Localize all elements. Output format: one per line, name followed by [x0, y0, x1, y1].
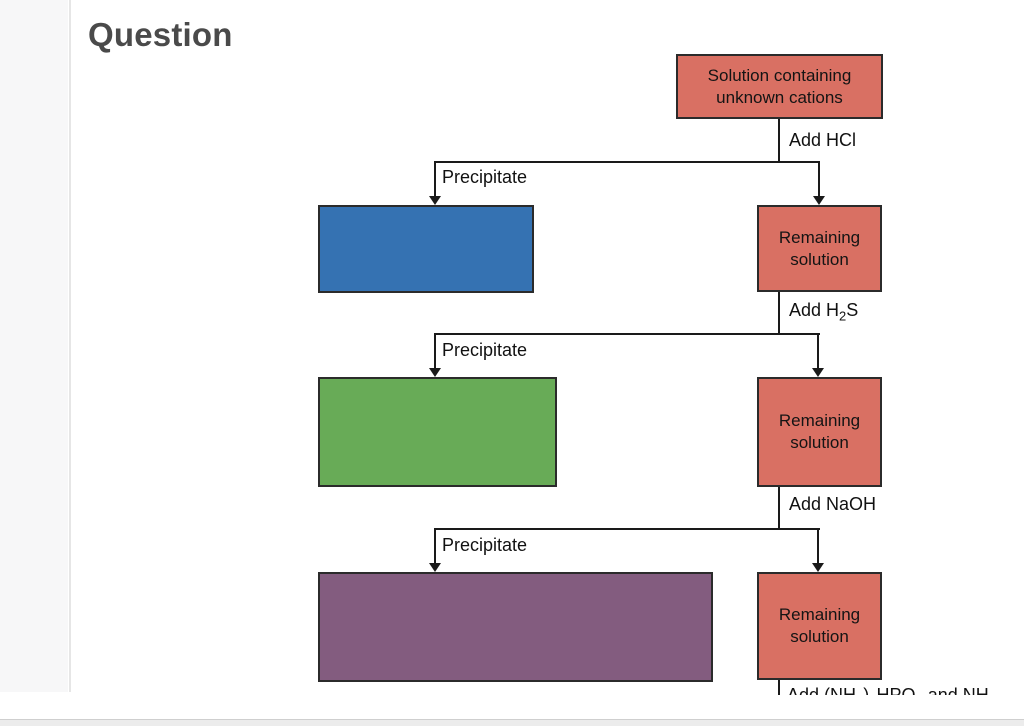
edge-label-precipitate1: Precipitate: [442, 166, 527, 188]
connector-remaining3-down: [778, 680, 780, 695]
connector-branch2-left-down: [434, 333, 436, 369]
edge-label-add-h2s: Add H2S: [789, 299, 859, 324]
edge-label-phosphate-s3: 3: [989, 694, 996, 696]
connector-remaining1-down: [778, 292, 780, 335]
node-remaining1: Remaining solution: [757, 205, 882, 292]
edge-label-add-h2s-sub: 2: [839, 308, 847, 324]
edge-label-precipitate2: Precipitate: [442, 339, 527, 361]
arrowhead-precipitate2: [429, 368, 441, 377]
edge-label-add-naoh-text: Add NaOH: [789, 494, 877, 514]
node-precipitate-hcl: [318, 205, 534, 293]
node-remaining1-label: Remaining solution: [778, 227, 861, 269]
edge-label-phosphate-s0: 4: [856, 694, 863, 696]
connector-start-down: [778, 119, 780, 162]
node-start: Solution containing unknown cations: [676, 54, 883, 119]
edge-label-phosphate-p2: HPO: [876, 685, 916, 695]
edge-label-add-h2s-pre: Add H: [789, 300, 840, 320]
connector-branch1-left-down: [434, 161, 436, 197]
arrowhead-precipitate3: [429, 563, 441, 572]
connector-branch1-right-down: [818, 161, 820, 197]
edge-label-phosphate-p1: ): [863, 685, 870, 695]
edge-label-add-naoh: Add NaOH: [789, 493, 876, 515]
arrowhead-remaining1: [813, 196, 825, 205]
left-sidebar: [0, 0, 68, 692]
edge-label-add-h2s-post: S: [846, 300, 859, 320]
node-precipitate-naoh: [318, 572, 713, 682]
connector-remaining2-down: [778, 487, 780, 530]
node-precipitate-h2s: [318, 377, 557, 487]
connector-branch1-horizontal: [434, 161, 820, 163]
node-remaining2: Remaining solution: [757, 377, 882, 487]
connector-branch2-horizontal: [434, 333, 820, 335]
node-start-label: Solution containing unknown cations: [707, 65, 852, 107]
edge-label-precipitate2-text: Precipitate: [442, 340, 528, 360]
connector-branch3-horizontal: [434, 528, 820, 530]
sidebar-divider: [69, 0, 71, 692]
node-remaining3-label: Remaining solution: [778, 605, 861, 646]
node-remaining3: Remaining solution: [757, 572, 882, 680]
edge-label-add-hcl-text: Add HCl: [789, 130, 857, 150]
edge-label-add-hcl: Add HCl: [789, 129, 856, 151]
arrowhead-precipitate1: [429, 196, 441, 205]
edge-label-precipitate3: Precipitate: [442, 534, 527, 556]
edge-label-phosphate-s1: 2: [869, 694, 876, 696]
edge-label-phosphate-p3: and NH: [922, 685, 989, 695]
node-remaining2-label: Remaining solution: [778, 411, 861, 452]
connector-branch3-right-down: [817, 528, 819, 564]
edge-label-phosphate-s2: 4: [915, 694, 922, 696]
page-title: Question: [88, 16, 233, 54]
edge-label-phosphate-p0: Add (NH: [787, 685, 857, 695]
arrowhead-remaining3: [812, 563, 824, 572]
arrowhead-remaining2: [812, 368, 824, 377]
edge-label-precipitate1-text: Precipitate: [442, 167, 528, 187]
connector-branch2-right-down: [817, 333, 819, 369]
edge-label-add-phosphate: Add (NH4)2HPO4 and NH3: [787, 684, 996, 695]
connector-branch3-left-down: [434, 528, 436, 564]
bottom-status-strip: [0, 719, 1024, 726]
cation-analysis-flowchart: Solution containing unknown cations Rema…: [318, 54, 996, 695]
edge-label-precipitate3-text: Precipitate: [442, 535, 528, 555]
